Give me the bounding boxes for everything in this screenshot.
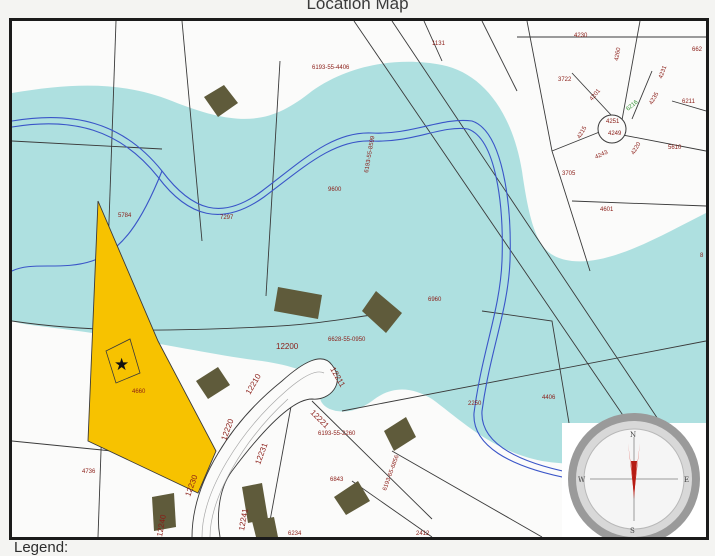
parcel-label: 12241 (237, 507, 250, 531)
parcel-label: 12221 (309, 408, 331, 430)
subject-building-outline (105, 338, 141, 384)
parcel-label: 4220 (631, 141, 643, 156)
building (204, 85, 238, 117)
parcel-label: 12200 (276, 342, 299, 351)
parcel-lines (12, 21, 706, 537)
stream-lines (12, 116, 573, 480)
building-footprints (152, 85, 416, 537)
parcel-label: 4406 (542, 395, 556, 401)
parcel-label: 4601 (600, 207, 614, 213)
parcel-label: 6211 (682, 99, 696, 105)
parcel-label: 2412 (416, 531, 430, 537)
parcel-label: 4660 (132, 389, 146, 395)
map-title: Location Map (306, 0, 409, 13)
floodplain-zone (12, 61, 706, 465)
cul-de-sac-north (597, 114, 627, 144)
building (252, 517, 278, 537)
parcel-label: 4260 (614, 47, 622, 62)
street-strip (12, 21, 706, 33)
parcel-label: 8 (700, 253, 704, 259)
parcel-label: 6960 (428, 297, 442, 303)
parcel-label: 4215 (577, 125, 589, 140)
parcel-label: 4231 (658, 64, 668, 79)
compass-north-label: N (630, 431, 636, 439)
culdesac-road (191, 358, 338, 537)
building (384, 417, 416, 451)
parcel-label: 6234 (288, 531, 302, 537)
parcel-label: 2250 (468, 401, 482, 407)
subject-parcel[interactable] (87, 200, 217, 494)
subject-star-icon: ★ (114, 355, 129, 375)
parcel-label: 1131 (432, 41, 446, 47)
building (152, 493, 176, 531)
parcel-label: 5784 (118, 213, 132, 219)
parcel-label: 6843 (330, 477, 344, 483)
parcel-label: 4251 (606, 119, 620, 125)
parcel-label: 6628-55-0950 (328, 337, 366, 343)
parcel-label: 6193-55-2260 (318, 431, 356, 437)
building (196, 367, 230, 399)
compass-south-label: S (630, 527, 635, 535)
parcel-label: 4230 (574, 33, 588, 39)
compass-west-label: W (578, 476, 586, 484)
parcel-label: 6193-55-4406 (312, 65, 350, 71)
legend-label: Legend: (14, 539, 69, 556)
building (274, 287, 322, 319)
parcel-label: 5610 (668, 145, 682, 151)
parcel-label: 4249 (608, 131, 622, 137)
parcel-label: 12231 (253, 441, 269, 466)
parcel-label: 7297 (220, 215, 234, 221)
compass-icon: N S E W (562, 413, 706, 537)
compass-east-label: E (684, 476, 689, 484)
parcel-label: 3722 (558, 77, 572, 83)
parcel-label: 4243 (594, 149, 609, 160)
parcel-label: 662 (692, 47, 703, 53)
parcel-label: 9600 (328, 187, 342, 193)
parcel-label: 12240 (155, 513, 168, 537)
building (362, 291, 402, 333)
parcel-label: 12210 (244, 372, 263, 396)
building (242, 483, 268, 523)
location-map[interactable]: ★ 1131 4230 4260 662 4231 6211 3722 4201… (9, 18, 709, 540)
parcel-label: 3705 (562, 171, 576, 177)
parcel-label: 4201 (589, 88, 603, 103)
parcel-label: 4235 (649, 91, 661, 106)
parcel-label: 4736 (82, 469, 96, 475)
building (334, 481, 370, 515)
map-canvas: ★ 1131 4230 4260 662 4231 6211 3722 4201… (12, 21, 706, 537)
